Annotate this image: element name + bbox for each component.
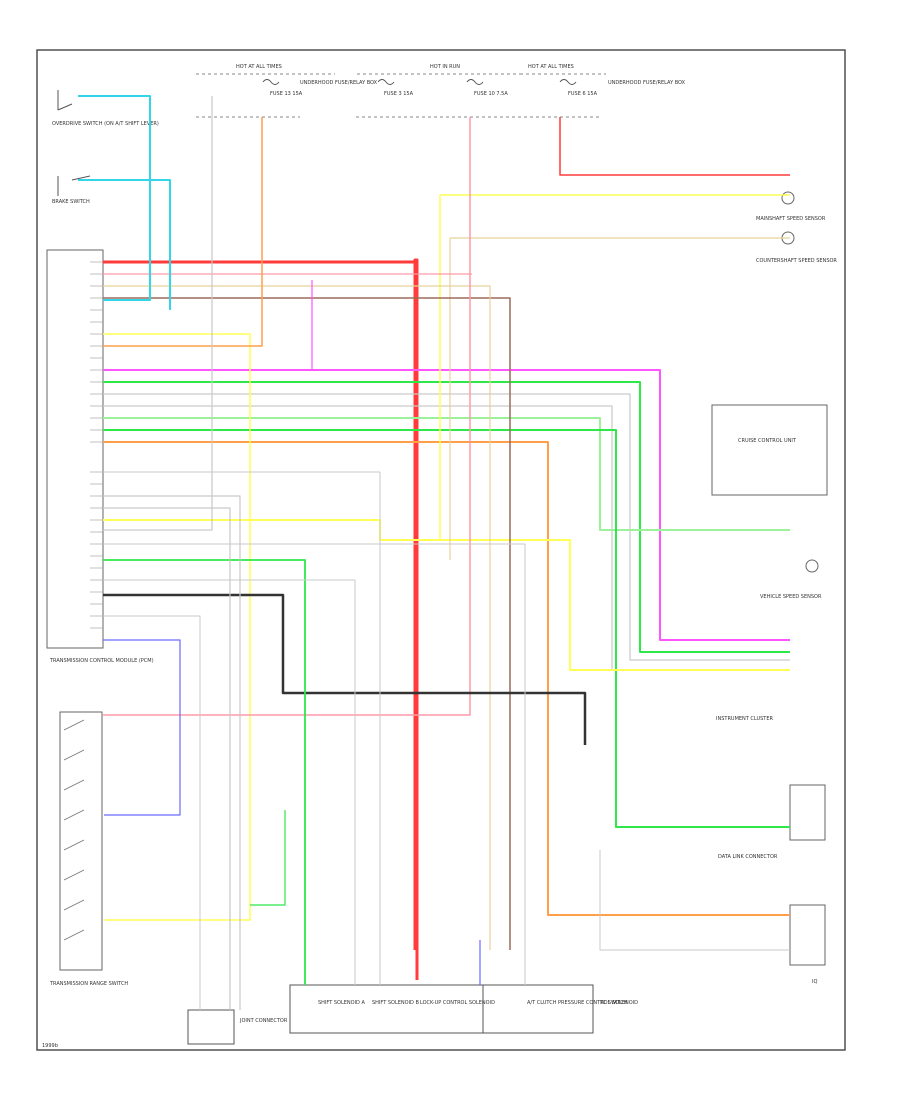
wire-green-2 xyxy=(103,381,790,653)
wire-green-6 xyxy=(103,429,790,828)
cruise-control-label: CRUISE CONTROL UNIT xyxy=(738,438,797,444)
underhood-label-1: UNDERHOOD FUSE/RELAY BOX xyxy=(300,80,378,86)
range-switch-label: TRANSMISSION RANGE SWITCH xyxy=(49,981,128,987)
underhood-label-2: UNDERHOOD FUSE/RELAY BOX xyxy=(608,80,686,86)
solenoid-block xyxy=(289,984,594,1034)
corner-label: 1999b xyxy=(42,1043,58,1049)
wire-yellow-9 xyxy=(103,519,790,671)
mainshaft-sensor-label: MAINSHAFT SPEED SENSOR xyxy=(756,216,826,222)
page-tag: IQ xyxy=(812,979,817,985)
vehicle-speed-sensor-label: VEHICLE SPEED SENSOR xyxy=(760,594,822,600)
overdrive-switch xyxy=(57,90,91,196)
vehicle-speed-sensor-symbol xyxy=(805,559,819,573)
data-link-box xyxy=(789,784,826,841)
wire-pink-14 xyxy=(103,117,471,716)
wire-gray-3 xyxy=(103,393,790,661)
fuse-label-3: FUSE 10 7.5A xyxy=(474,91,508,97)
wire-orange-7 xyxy=(103,441,790,916)
tc-switch-label: TC SWITCH xyxy=(599,1000,628,1006)
wire-brown-12 xyxy=(103,297,511,950)
wire-red-24 xyxy=(559,117,790,176)
wire-tan-11 xyxy=(449,237,790,560)
shift-solenoid-b-label: SHIFT SOLENOID B xyxy=(372,1000,419,1006)
fuse-label-4: FUSE 6 15A xyxy=(568,91,598,97)
pcm-label: TRANSMISSION CONTROL MODULE (PCM) xyxy=(49,658,154,664)
hot-label-3: HOT AT ALL TIMES xyxy=(528,64,574,70)
data-link-label: DATA LINK CONNECTOR xyxy=(718,854,778,860)
wire-orange-19 xyxy=(103,117,263,347)
wire-blue-17 xyxy=(103,639,481,985)
wire-gray-28 xyxy=(103,543,526,985)
wire-yellow-8 xyxy=(103,333,251,921)
top-power-rails xyxy=(196,73,606,118)
wire-traces xyxy=(78,95,790,1010)
diagram-frame xyxy=(36,49,846,1051)
pcm-connector-block xyxy=(46,249,104,649)
wire-red-0 xyxy=(103,258,419,980)
instrument-cluster-label: INSTRUMENT CLUSTER xyxy=(716,716,774,722)
wire-gray-25 xyxy=(103,495,241,1010)
wire-gray-20 xyxy=(103,96,213,531)
overdrive-switch-label: OVERDRIVE SWITCH (ON A/T SHIFT LEVER) xyxy=(52,121,159,127)
wire-light_green-5 xyxy=(103,417,790,531)
lockup-solenoid-label: LOCK-UP CONTROL SOLENOID xyxy=(420,1000,495,1006)
brake-switch-label: BRAKE SWITCH xyxy=(52,199,90,205)
pressure-solenoid-label: A/T CLUTCH PRESSURE CONTROL SOLENOID xyxy=(527,1000,638,1006)
wire-magenta-1 xyxy=(103,369,790,641)
fuse-label-1: FUSE 13 15A xyxy=(270,91,303,97)
countershaft-sensor-label: COUNTERSHAFT SPEED SENSOR xyxy=(756,258,837,264)
cruise-control-box xyxy=(711,404,828,496)
wire-gray-30 xyxy=(103,615,201,1010)
wire-black-16 xyxy=(103,593,587,745)
range-switch-contacts xyxy=(63,719,85,941)
fuse-symbols xyxy=(262,79,577,85)
pcm-pin-ticks xyxy=(90,261,103,629)
wire-gray-4 xyxy=(103,405,790,671)
wire-tan-13 xyxy=(103,285,491,950)
joint-connector-label: JOINT CONNECTOR xyxy=(239,1018,288,1024)
mainshaft-sensor-symbol xyxy=(781,191,795,205)
wire-cyan-18 xyxy=(78,95,171,310)
wire-gray-31 xyxy=(599,850,790,951)
wire-gray-26 xyxy=(103,507,231,1010)
hot-label-2: HOT IN RUN xyxy=(430,64,460,70)
joint-connector-box xyxy=(187,1009,235,1045)
hot-label-1: HOT AT ALL TIMES xyxy=(236,64,282,70)
wire-gray-27 xyxy=(103,471,381,985)
shift-solenoid-a-label: SHIFT SOLENOID A xyxy=(318,1000,365,1006)
wire-gray-29 xyxy=(103,579,356,985)
fuse-label-2: FUSE 3 15A xyxy=(384,91,414,97)
range-switch-block xyxy=(59,711,103,971)
wire-yellow-10 xyxy=(439,194,790,540)
gear-indicator-box xyxy=(789,904,826,966)
wire-green-22 xyxy=(250,810,286,906)
wire-green-21 xyxy=(103,559,306,985)
